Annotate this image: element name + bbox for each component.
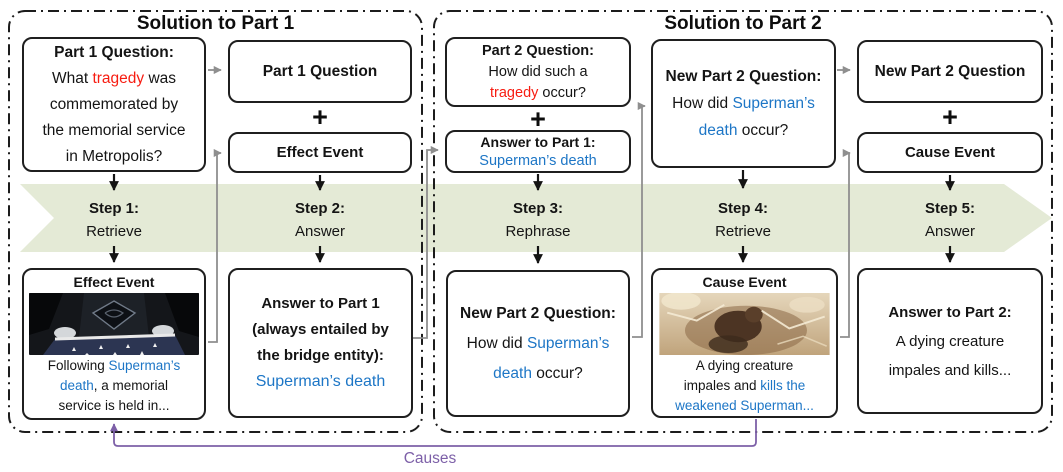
new-part2-question-chip: New Part 2 Question [857, 40, 1043, 103]
process-arrow-band [20, 184, 1052, 252]
cause-event-chip: Cause Event [857, 132, 1043, 173]
answer-part1-box: Answer to Part 1 (always entailed by the… [228, 268, 413, 418]
cause-event-evidence-title: Cause Event [702, 274, 787, 290]
answer-part1-line2: (always entailed by [252, 321, 389, 338]
new-part2-question-chip-label: New Part 2 Question [874, 62, 1026, 80]
cause-event-image [659, 293, 830, 355]
step-3-label: Step 3: [512, 200, 563, 217]
step-3-action: Rephrase [505, 223, 571, 240]
answer-part2-title: Answer to Part 2: [888, 303, 1012, 321]
step-1-label: Step 1: [88, 200, 139, 217]
step-2-action: Answer [294, 223, 346, 240]
answer-part1-to-part2-arrow [413, 145, 439, 339]
part1-question-chip-label: Part 1 Question [262, 62, 378, 80]
new-part2-question-top-box: New Part 2 Question: How did Superman’s … [651, 39, 836, 168]
new-part2-question-text: How did Superman’s death occur? [466, 334, 610, 382]
cause-event-evidence-text: A dying creature impales and kills the w… [675, 358, 814, 413]
new-part2-question-title: New Part 2 Question: [460, 304, 616, 322]
step-5-action: Answer [924, 223, 976, 240]
effect-event-chip: Effect Event [228, 132, 412, 173]
step-5: Step 5: Answer [875, 197, 1025, 243]
answer-part1-chip-title: Answer to Part 1: [480, 133, 596, 150]
plus-sign-1: + [312, 102, 328, 132]
step-5-label: Step 5: [924, 200, 975, 217]
step-1-action: Retrieve [86, 223, 142, 240]
effect-event-evidence-text: Following Superman’s death, a memorial s… [47, 358, 181, 413]
answer-part1-line3: the bridge entity): [257, 347, 384, 364]
part2-question-box: Part 2 Question: How did such a tragedy … [445, 37, 631, 107]
effect-event-image [29, 293, 199, 355]
step-4-label: Step 4: [717, 200, 768, 217]
plus-sign-2: + [530, 104, 546, 134]
answer-part2-text: A dying creature impales and kills... [888, 332, 1012, 379]
section-part2-border [433, 10, 1053, 433]
new-part2-question-box: New Part 2 Question: How did Superman’s … [446, 270, 630, 417]
effect-event-to-chip-arrow [208, 148, 222, 343]
new-part2-question-top-text: How did Superman’s death occur? [672, 95, 815, 139]
step-2-label: Step 2: [294, 200, 345, 217]
answer-part1-chip-value: Superman’s death [479, 152, 597, 169]
part1-question-chip: Part 1 Question [228, 40, 412, 103]
section-title-part2: Solution to Part 2 [664, 13, 822, 34]
step-1: Step 1: Retrieve [39, 197, 189, 243]
section-title-part1: Solution to Part 1 [136, 13, 295, 34]
part1-question-box: Part 1 Question: What tragedy was commem… [22, 37, 206, 172]
new-part2-question-top-title: New Part 2 Question: [665, 68, 822, 85]
step-4-action: Retrieve [715, 223, 771, 240]
cause-event-to-chip-arrow [840, 148, 851, 338]
answer-part1-chip: Answer to Part 1: Superman’s death [445, 130, 631, 173]
cause-event-chip-label: Cause Event [904, 144, 996, 161]
effect-event-chip-label: Effect Event [276, 144, 364, 161]
causes-label: Causes [403, 450, 457, 467]
effect-event-evidence-box: Effect Event Following Superman’s death,… [22, 268, 206, 420]
step-2: Step 2: Answer [245, 197, 395, 243]
answer-part1-line1: Answer to Part 1 [261, 295, 380, 312]
step-3: Step 3: Rephrase [463, 197, 613, 243]
answer-part1-value: Superman’s death [255, 373, 386, 390]
effect-event-evidence-title: Effect Event [73, 274, 155, 290]
plus-sign-3: + [942, 102, 958, 132]
new-part2-question-to-top-arrow [632, 101, 646, 338]
section-part1-border [8, 10, 423, 433]
part2-question-title: Part 2 Question: [482, 42, 594, 59]
answer-part2-box: Answer to Part 2: A dying creature impal… [857, 268, 1043, 414]
part1-question-text: What tragedy was commemorated by the mem… [42, 69, 186, 165]
causes-arrow [109, 419, 757, 447]
part1-question-title: Part 1 Question: [54, 43, 174, 61]
cause-event-evidence-box: Cause Event A dying creature impales and… [651, 268, 838, 418]
step-4: Step 4: Retrieve [668, 197, 818, 243]
part2-question-text: How did such a tragedy occur? [488, 63, 588, 101]
